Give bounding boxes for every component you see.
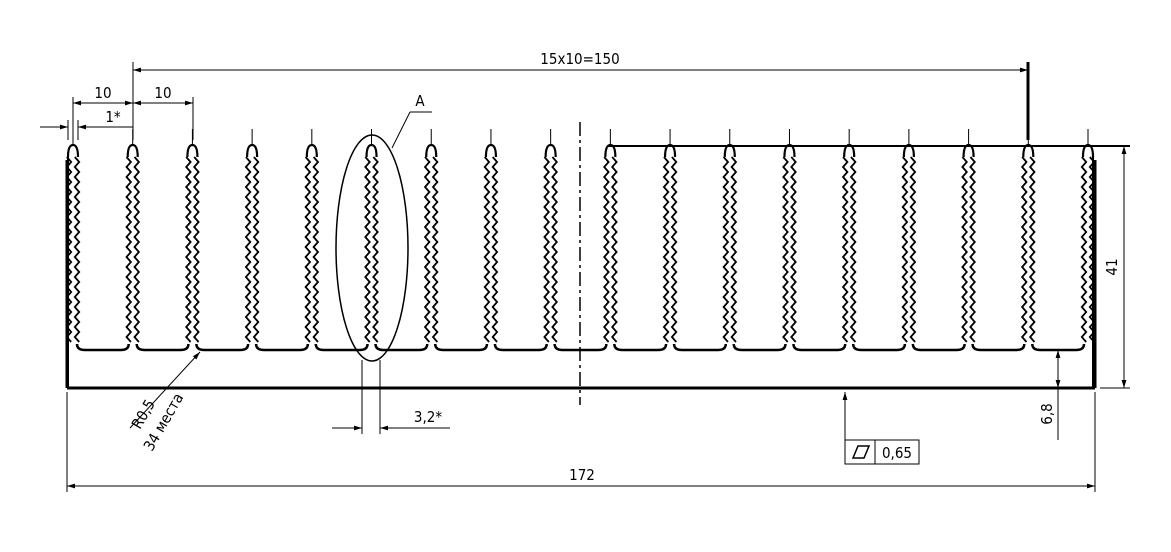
fin-side-left	[722, 156, 730, 343]
fin-side-right	[849, 156, 857, 343]
pitch-second-label: 10	[154, 84, 171, 102]
dimension-gap-width: 3,2*	[332, 360, 450, 434]
fin-root	[732, 343, 787, 352]
fin-side-right	[670, 156, 678, 343]
fin-root	[613, 343, 668, 352]
fin-side-left	[603, 156, 610, 343]
fin-root	[314, 343, 369, 352]
fin-side-right	[252, 156, 260, 343]
fin-side-left	[364, 156, 371, 343]
radius-note: R0,5 34 места	[128, 351, 201, 454]
base-outline	[65, 145, 1130, 390]
height-label: 41	[1103, 258, 1121, 275]
base-thickness-label: 6,8	[1038, 403, 1056, 424]
fin-root	[971, 343, 1026, 352]
fin-root	[911, 343, 966, 352]
fin-side-right	[969, 156, 976, 343]
fin-side-right	[730, 156, 738, 343]
fin-side-left	[662, 156, 670, 343]
fin-side-left	[304, 156, 312, 343]
fin-root	[672, 343, 728, 352]
fin-side-right	[1028, 156, 1036, 343]
dimension-top-pitch: 15x10=150	[132, 50, 1030, 140]
fin-root	[851, 343, 907, 352]
fin-root	[374, 343, 429, 352]
fin-tip	[425, 143, 438, 158]
fin-root	[135, 343, 190, 352]
gap-width-label: 3,2*	[414, 408, 442, 426]
fin-root	[254, 343, 310, 352]
flatness-tolerance: 0,65	[842, 392, 920, 465]
fin-side-right	[491, 156, 499, 343]
fin-tip	[484, 143, 498, 158]
fin-tip	[126, 143, 139, 158]
heatsink-profile	[65, 129, 1096, 388]
fin-side-left	[961, 156, 968, 343]
detail-callout: A	[335, 92, 432, 362]
fin-side-left	[244, 156, 252, 343]
fin-thickness-label: 1*	[105, 108, 121, 126]
fin-tip	[305, 143, 318, 158]
fin-tip	[365, 143, 378, 158]
fin-root	[792, 343, 847, 352]
dimension-pitch-left: 10 10	[72, 84, 194, 140]
fin-side-right	[133, 156, 141, 343]
fin-side-left	[185, 156, 192, 343]
fin-side-left	[841, 156, 849, 343]
fin-side-left	[901, 156, 909, 343]
fin-root	[195, 343, 250, 352]
fin-side-left	[125, 156, 133, 343]
dimension-total-width: 172	[66, 392, 1096, 492]
fin-root	[433, 343, 489, 352]
fin-side-left	[1080, 156, 1088, 343]
total-width-label: 172	[569, 466, 595, 484]
fin-side-right	[73, 156, 81, 343]
pitch-left-label: 10	[94, 84, 111, 102]
fin-tip	[66, 143, 80, 158]
tolerance-value: 0,65	[882, 444, 912, 462]
fin-side-right	[193, 156, 200, 343]
fin-side-right	[551, 156, 558, 343]
dimension-height: 41	[1100, 146, 1130, 389]
fin-side-right	[611, 156, 618, 343]
fin-side-right	[790, 156, 797, 343]
fin-root	[493, 343, 548, 352]
fin-root	[1031, 343, 1086, 352]
fin-side-right	[431, 156, 439, 343]
dimension-base-thickness: 6,8	[1038, 349, 1070, 440]
top-pitch-label: 15x10=150	[540, 50, 619, 68]
flatness-icon	[851, 445, 871, 459]
detail-label: A	[415, 92, 425, 110]
fin-side-left	[423, 156, 431, 343]
dimension-fin-thickness: 1*	[40, 108, 133, 140]
fin-side-left	[543, 156, 550, 343]
fin-tip	[186, 143, 199, 158]
fin-root	[75, 343, 130, 352]
fin-side-right	[312, 156, 320, 343]
fin-side-right	[909, 156, 917, 343]
fin-side-left	[782, 156, 789, 343]
fin-tip	[544, 143, 557, 158]
fin-side-left	[1020, 156, 1028, 343]
fin-tip	[246, 143, 259, 158]
fin-side-left	[483, 156, 491, 343]
fin-side-right	[372, 156, 379, 343]
